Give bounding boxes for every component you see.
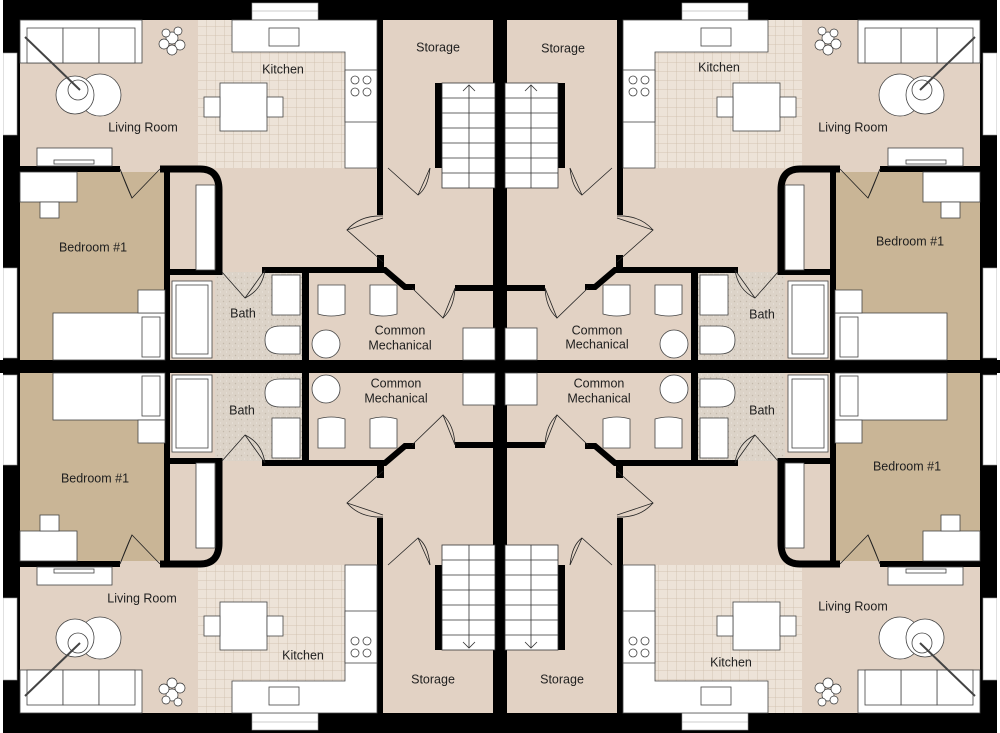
room-label-mechanical-line2: Mechanical bbox=[567, 391, 631, 406]
room-label-living-room: Living Room bbox=[107, 591, 177, 606]
room-label-storage: Storage bbox=[541, 41, 585, 56]
room-label-bedroom: Bedroom #1 bbox=[60, 471, 130, 486]
room-label-mechanical-line1: Common bbox=[370, 376, 422, 391]
room-label-storage: Storage bbox=[416, 40, 460, 55]
room-label-bath: Bath bbox=[230, 306, 256, 321]
room-label-kitchen: Kitchen bbox=[282, 648, 324, 663]
room-label-kitchen: Kitchen bbox=[698, 60, 740, 75]
room-label-mechanical-line2: Mechanical bbox=[368, 338, 432, 353]
room-label-kitchen: Kitchen bbox=[710, 655, 752, 670]
room-label-bedroom: Bedroom #1 bbox=[872, 459, 942, 474]
room-label-storage: Storage bbox=[411, 672, 455, 687]
room-label-bath: Bath bbox=[749, 403, 775, 418]
room-label-living-room: Living Room bbox=[818, 120, 888, 135]
room-label-kitchen: Kitchen bbox=[262, 62, 304, 77]
room-label-bath: Bath bbox=[229, 403, 255, 418]
room-label-bath: Bath bbox=[749, 307, 775, 322]
room-label-mechanical-line1: Common bbox=[571, 323, 623, 338]
room-label-mechanical-line2: Mechanical bbox=[364, 391, 428, 406]
room-label-living-room: Living Room bbox=[818, 599, 888, 614]
room-label-mechanical-line1: Common bbox=[573, 376, 625, 391]
room-label-storage: Storage bbox=[540, 672, 584, 687]
room-label-mechanical-line2: Mechanical bbox=[565, 337, 629, 352]
room-label-bedroom: Bedroom #1 bbox=[58, 240, 128, 255]
room-label-mechanical-line1: Common bbox=[374, 323, 426, 338]
room-label-bedroom: Bedroom #1 bbox=[875, 234, 945, 249]
room-label-living-room: Living Room bbox=[108, 120, 178, 135]
